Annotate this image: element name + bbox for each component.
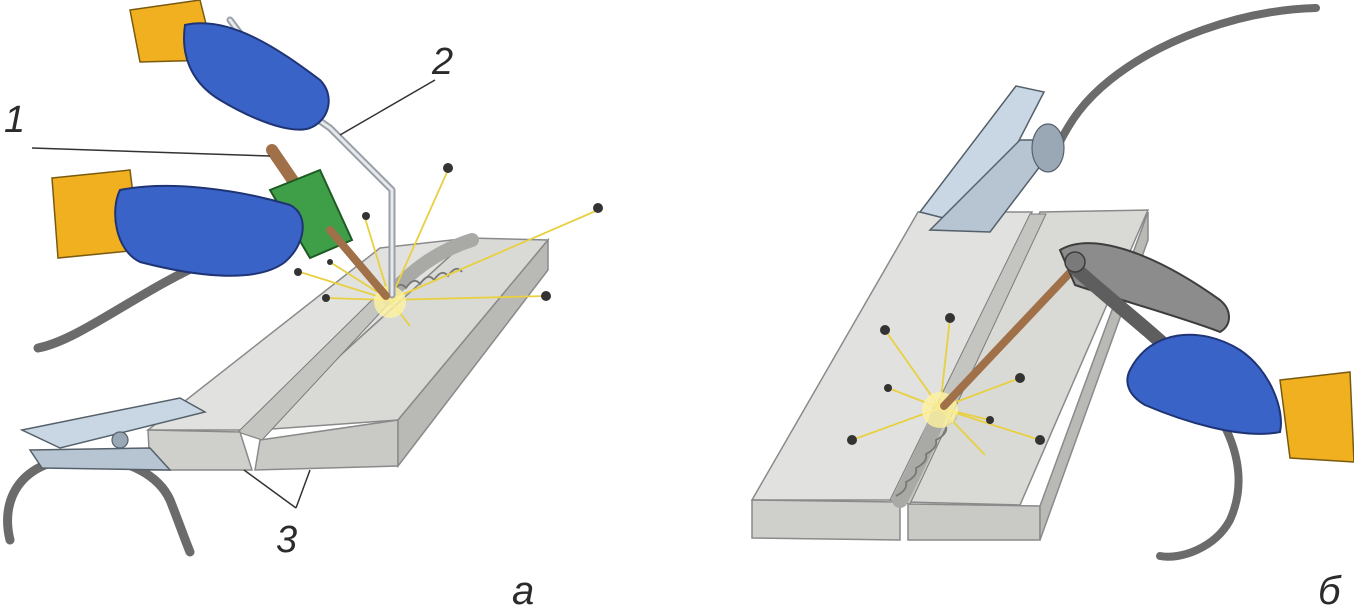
panel-label-b: б <box>1318 569 1342 613</box>
panel-a: 1 2 3 а <box>3 0 603 613</box>
panel-b: б <box>750 4 1354 613</box>
cable-b-lower <box>1156 406 1243 561</box>
cable-b-upper <box>1052 4 1320 154</box>
cable-a-upper <box>33 255 215 353</box>
label-1: 1 <box>4 99 25 141</box>
spark-bursts-a <box>294 163 603 302</box>
glove-b <box>1126 333 1354 463</box>
electrode-b <box>940 258 1084 410</box>
leader-lines-a <box>31 79 436 509</box>
earth-clamp-a <box>3 397 208 557</box>
upper-glove-a <box>129 0 330 131</box>
panel-label-a: а <box>512 569 534 613</box>
label-2: 2 <box>431 41 453 83</box>
label-3: 3 <box>276 519 297 561</box>
lower-glove-a <box>51 169 304 277</box>
earth-clamp-b <box>918 85 1065 233</box>
spark-bursts-b <box>847 313 1045 445</box>
